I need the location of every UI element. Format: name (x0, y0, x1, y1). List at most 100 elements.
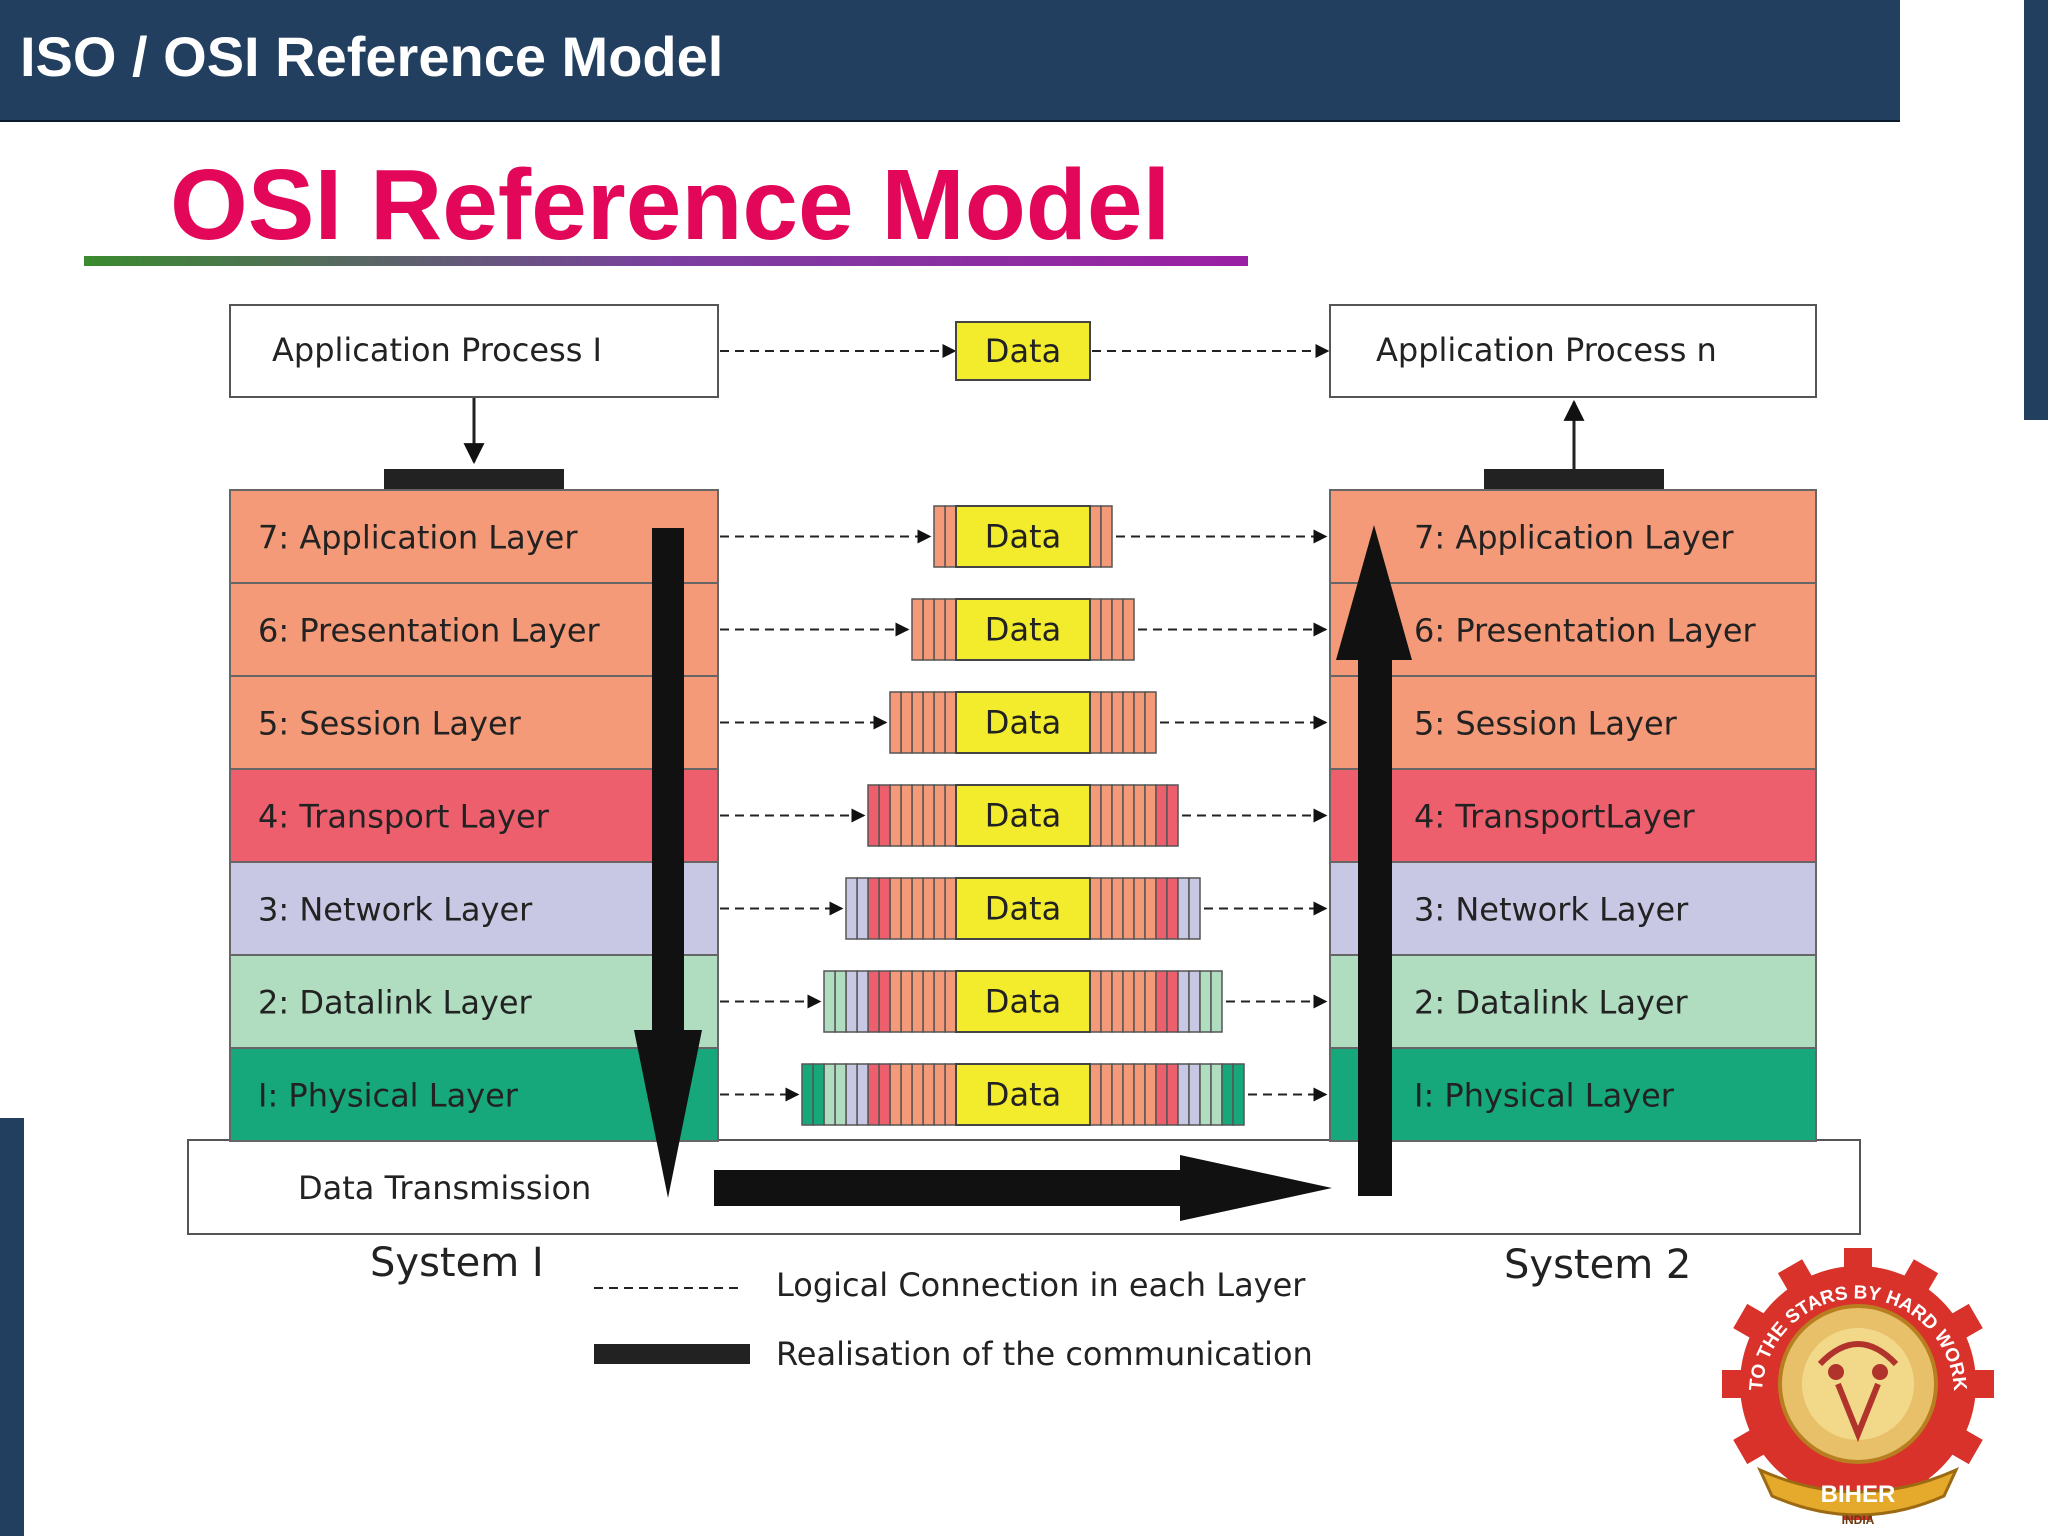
left-layer-box (229, 489, 719, 584)
right-layer-box (1329, 582, 1817, 677)
app-process-right-box (1329, 304, 1817, 398)
packet-trailer-slice (1155, 970, 1168, 1033)
top-data-packet (955, 321, 1091, 381)
packet-data-label: Data (985, 1076, 1061, 1114)
legend-solid-bar (594, 1344, 750, 1364)
packet-trailer-slice (1166, 784, 1179, 847)
left-layer-label: 4: Transport Layer (258, 798, 550, 836)
legend-solid-label: Realisation of the communication (776, 1335, 1313, 1373)
logo-sub: INDIA (1842, 1513, 1875, 1527)
app-process-left-box (229, 304, 719, 398)
packet-header-slice (911, 784, 924, 847)
packet-trailer-slice (1188, 1063, 1201, 1126)
logo-cog-tooth (1962, 1370, 1994, 1398)
packet-header-slice (944, 505, 957, 568)
packet-trailer-slice (1111, 877, 1124, 940)
packet-trailer-slice (1133, 877, 1146, 940)
biher-logo: TO THE STARS BY HARD WORK BIHER INDIA (1722, 1248, 1994, 1527)
logo-cog-tooth (1733, 1423, 1775, 1465)
packet-header-slice (889, 784, 902, 847)
packet-header-slice (801, 1063, 814, 1126)
left-layer-box (229, 1047, 719, 1142)
packet-trailer-slice (1177, 877, 1190, 940)
packet-trailer-slice (1089, 877, 1102, 940)
left-layer-label: 6: Presentation Layer (258, 612, 601, 650)
right-layer-box (1329, 1047, 1817, 1142)
packet-data-label: Data (985, 611, 1061, 649)
packet-trailer-slice (1133, 970, 1146, 1033)
packet-trailer-slice (1155, 877, 1168, 940)
packet-trailer-slice (1177, 1063, 1190, 1126)
data-transmission-label: Data Transmission (298, 1169, 591, 1207)
packet-header-slice (911, 1063, 924, 1126)
packet-header-slice (944, 598, 957, 661)
packet-trailer-slice (1089, 598, 1102, 661)
packet-header-slice (889, 970, 902, 1033)
right-layer-box (1329, 861, 1817, 956)
packet-data-label: Data (985, 890, 1061, 928)
left-down-realisation-arrow (634, 528, 702, 1198)
packet-trailer-slice (1155, 1063, 1168, 1126)
packet-data-label: Data (985, 983, 1061, 1021)
right-stack-connector-bar (1484, 469, 1664, 489)
packet-trailer-slice (1122, 877, 1135, 940)
left-layer-label: 3: Network Layer (258, 891, 533, 929)
right-layer-label: I: Physical Layer (1414, 1077, 1675, 1115)
app-process-left-label: Application Process I (272, 331, 602, 369)
packet-trailer-slice (1111, 784, 1124, 847)
packet-trailer-slice (1122, 784, 1135, 847)
left-layer-stack: 7: Application Layer 6: Presentation Laye… (229, 489, 719, 1142)
packet-trailer-slice (1221, 1063, 1234, 1126)
packet-header-slice (867, 877, 880, 940)
packet-trailer-slice (1100, 691, 1113, 754)
packet-header-slice (900, 877, 913, 940)
right-up-realisation-arrow (1336, 525, 1412, 1196)
packet-trailer-slice (1210, 970, 1223, 1033)
packet-header-slice (933, 784, 946, 847)
packet-data-label: Data (985, 704, 1061, 742)
header-bar: ISO / OSI Reference Model (0, 0, 1900, 122)
left-layer-box (229, 582, 719, 677)
packet-trailer-slice (1122, 691, 1135, 754)
packet-header-slice (856, 970, 869, 1033)
packet-data-label: Data (985, 518, 1061, 556)
packet-header-slice (922, 784, 935, 847)
packet-header-slice (867, 970, 880, 1033)
packet-trailer-slice (1144, 877, 1157, 940)
packet-header-slice (867, 784, 880, 847)
packet-data-segment (955, 784, 1091, 847)
packet-trailer-slice (1166, 970, 1179, 1033)
packet-header-slice (845, 1063, 858, 1126)
packet-header-slice (889, 877, 902, 940)
packet-trailer-slice (1122, 1063, 1135, 1126)
logo-cog-tooth (1941, 1423, 1983, 1465)
packet-trailer-slice (1089, 784, 1102, 847)
packet-data-segment (955, 691, 1091, 754)
packet-header-slice (900, 970, 913, 1033)
packet-header-slice (845, 970, 858, 1033)
left-layer-label: 5: Session Layer (258, 705, 522, 743)
packet-header-slice (922, 598, 935, 661)
logo-cog-tooth (1844, 1248, 1872, 1280)
packet-trailer-slice (1210, 1063, 1223, 1126)
packet-trailer-slice (1188, 877, 1201, 940)
right-layer-label: 5: Session Layer (1414, 705, 1678, 743)
packet-trailer-slice (1089, 505, 1102, 568)
logo-cog-tooth (1941, 1303, 1983, 1345)
right-layer-label: 2: Datalink Layer (1414, 984, 1689, 1022)
packet-header-slice (878, 877, 891, 940)
right-layer-box (1329, 489, 1817, 584)
packet-header-slice (834, 1063, 847, 1126)
packet-header-slice (911, 877, 924, 940)
packet-trailer-slice (1166, 1063, 1179, 1126)
packet-trailer-slice (1144, 784, 1157, 847)
packet-trailer-slice (1089, 970, 1102, 1033)
packet-header-slice (944, 784, 957, 847)
packet-header-slice (900, 784, 913, 847)
left-layer-label: 7: Application Layer (258, 519, 578, 557)
system-left-label: System I (370, 1240, 544, 1286)
packet-trailer-slice (1111, 1063, 1124, 1126)
logo-cog-tooth (1777, 1259, 1819, 1301)
packet-header-slice (944, 877, 957, 940)
